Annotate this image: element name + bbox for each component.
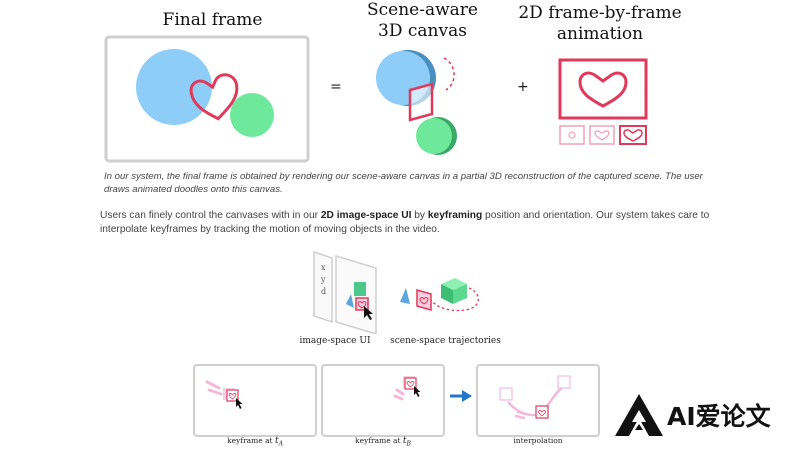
heart-doodle	[419, 297, 429, 305]
motion-lines	[205, 380, 223, 396]
thumb-frame-1	[559, 125, 585, 145]
keyframe-a-var: t	[274, 436, 279, 446]
scene-aware-canvas-illustration	[376, 50, 457, 155]
thumb-doodle-3	[623, 129, 643, 142]
heart-doodle	[578, 71, 628, 108]
motion-lines	[393, 388, 405, 401]
body-part2: by	[411, 210, 428, 221]
cursor-icon	[236, 398, 243, 409]
blue-pyramid	[346, 294, 354, 308]
watermark-text: AI爱论文	[667, 402, 771, 431]
plus-sign: +	[517, 79, 529, 95]
canvas-plane	[416, 289, 432, 311]
cursor-icon	[414, 386, 421, 397]
title-frame-by-frame-line2: animation	[556, 24, 644, 44]
heart-doodle	[538, 410, 546, 417]
keyframe-b-box	[321, 364, 445, 437]
keyframe-a-label-text: keyframe at	[227, 436, 275, 445]
keyframe-b-label: keyframe at tB	[321, 436, 445, 448]
thumb-doodle-2	[594, 130, 610, 141]
body-bold-keyframing: keyframing	[427, 210, 483, 221]
canvas-plane	[408, 82, 434, 122]
motion-lines	[514, 410, 528, 420]
axis-x-label: x	[321, 263, 326, 272]
body-part3: position and orientation. Our system tak…	[100, 210, 710, 235]
watermark-logo-icon	[615, 394, 663, 436]
body-bold-ui: 2D image-space UI	[320, 210, 412, 221]
title-final-frame: Final frame	[162, 10, 263, 30]
title-scene-aware-line2: 3D canvas	[378, 21, 467, 41]
start-canvas	[499, 387, 513, 401]
green-sphere	[416, 118, 452, 154]
thumb-frame-2	[589, 125, 615, 145]
figure-caption: In our system, the final frame is obtain…	[104, 171, 703, 195]
keyframe-b-sub: B	[406, 440, 411, 448]
keyframe-b-illustration	[393, 376, 421, 401]
title-frame-by-frame: 2D frame-by-frame animation	[505, 3, 695, 45]
trajectory-dashed	[443, 57, 455, 91]
interpolation-illustration	[499, 375, 571, 420]
green-box-top	[441, 278, 467, 290]
title-scene-aware-line1: Scene-aware	[367, 0, 478, 20]
frame-by-frame-illustration	[558, 58, 648, 145]
blue-sphere	[136, 49, 212, 125]
keyframe-b-var: t	[402, 436, 407, 446]
heart-doodle	[189, 73, 239, 121]
heart-doodle	[228, 393, 237, 400]
axis-y-label: y	[321, 275, 326, 284]
equals-sign: =	[330, 79, 342, 95]
cursor-icon	[364, 306, 373, 320]
title-scene-aware: Scene-aware 3D canvas	[350, 0, 495, 42]
keyframe-a-box	[193, 364, 317, 437]
body-paragraph: Users can finely control the canvases wi…	[100, 209, 710, 236]
keyframe-b-label-text: keyframe at	[355, 436, 403, 445]
green-box-right	[453, 284, 467, 304]
green-box-left	[441, 284, 453, 304]
interpolation-path	[507, 386, 563, 417]
axis-labels: x y d	[321, 262, 326, 298]
title-frame-by-frame-line1: 2D frame-by-frame	[518, 3, 682, 23]
main-frame	[558, 58, 648, 120]
blue-pyramid	[400, 288, 410, 304]
axis-panel	[313, 250, 333, 324]
arrow-right-icon	[450, 390, 472, 402]
trajectory-dashed	[430, 287, 479, 312]
interpolation-box	[476, 364, 600, 437]
scene-space-trajectories-label: scene-space trajectories	[390, 336, 501, 346]
image-space-ui-illustration	[313, 250, 377, 334]
green-box	[354, 282, 366, 296]
thumb-doodle-1	[568, 131, 576, 139]
scene-space-trajectories-illustration	[400, 278, 479, 312]
heart-doodle	[406, 381, 415, 388]
axis-d-label: d	[321, 287, 327, 296]
green-sphere	[230, 93, 274, 137]
keyframe-a-label: keyframe at tA	[193, 436, 317, 448]
keyframe-a-illustration	[205, 380, 243, 409]
keyframe-a-sub: A	[278, 440, 283, 448]
final-frame-illustration	[104, 35, 310, 163]
end-canvas	[557, 375, 571, 389]
heart-doodle	[357, 301, 367, 309]
body-part1: Users can finely control the canvases wi…	[100, 210, 321, 221]
interpolation-label: interpolation	[513, 436, 563, 445]
image-space-ui-label: image-space UI	[299, 336, 371, 346]
